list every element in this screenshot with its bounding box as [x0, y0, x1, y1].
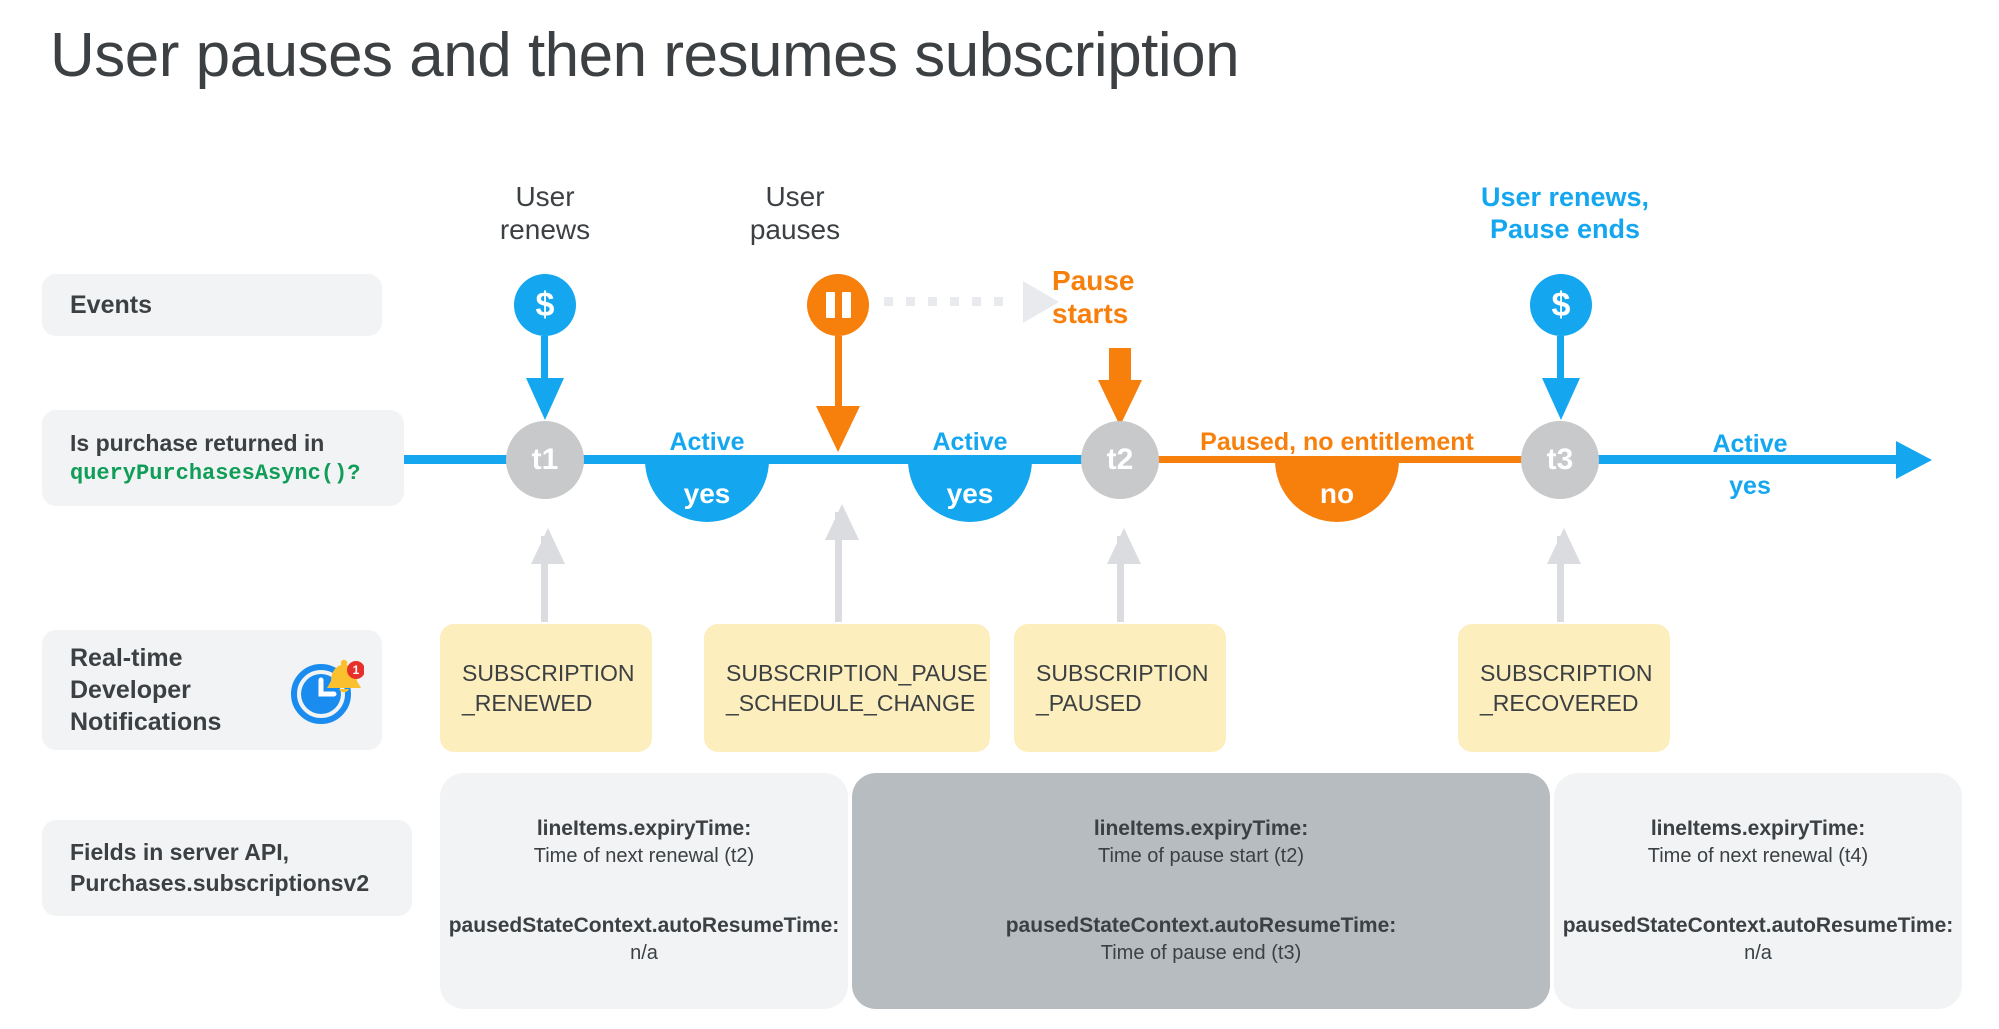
segment-label-active-3: Active: [1712, 430, 1788, 458]
timeline-node-t1: t1: [506, 421, 584, 499]
field-resume-value: Time of pause end (t3): [1100, 942, 1302, 964]
page-title: User pauses and then resumes subscriptio…: [50, 21, 1240, 90]
rtdn-badge-count: 1: [353, 663, 360, 677]
rtdn-card-text: SUBSCRIPTION_PAUSE _SCHEDULE_CHANGE: [726, 659, 988, 716]
rtdn-card-subscription-recovered: SUBSCRIPTION _RECOVERED: [1458, 624, 1670, 752]
timeline-arrow-icon: [1896, 441, 1932, 479]
dotted-connector-arrow-icon: [1023, 281, 1059, 323]
dollar-glyph: $: [1551, 285, 1571, 324]
event-arrow-head: [1542, 378, 1580, 420]
clock-bell-icon: 1: [288, 654, 365, 726]
field-card-t2-paused: lineItems.expiryTime: Time of pause star…: [852, 773, 1550, 1009]
event-caption-user-pauses: User pauses: [749, 181, 841, 246]
state-bubble-value: yes: [946, 478, 994, 509]
row-label-query-purchases: Is purchase returned in queryPurchasesAs…: [42, 410, 404, 506]
timeline-node-t3: t3: [1521, 421, 1599, 499]
field-expiry-value: Time of next renewal (t2): [533, 845, 755, 867]
rtdn-card-subscription-pause-schedule-change: SUBSCRIPTION_PAUSE _SCHEDULE_CHANGE: [704, 624, 990, 752]
query-label-code: queryPurchasesAsync()?: [70, 460, 361, 486]
pause-start-arrow-stem: [1109, 348, 1131, 382]
field-expiry-key: lineItems.expiryTime:: [1093, 817, 1309, 840]
dollar-icon: $: [514, 274, 576, 336]
event-arrow-head: [816, 406, 860, 452]
timeline-axis-active-right: [1560, 455, 1900, 464]
segment-label-active-1: Active: [669, 428, 745, 456]
state-bubble-value: yes: [683, 478, 731, 509]
state-bubble-active-1: yes: [645, 460, 769, 522]
field-expiry-value: Time of next renewal (t4): [1647, 845, 1869, 867]
dollar-glyph: $: [535, 285, 555, 324]
event-arrow-stem: [541, 336, 548, 380]
field-resume-value: n/a: [1744, 942, 1772, 964]
pause-glyph: [825, 292, 851, 318]
timeline-node-label: t2: [1106, 443, 1134, 476]
field-card-t1: lineItems.expiryTime: Time of next renew…: [440, 773, 848, 1009]
field-expiry-key: lineItems.expiryTime:: [1650, 817, 1866, 840]
field-expiry-key: lineItems.expiryTime:: [536, 817, 752, 840]
event-caption-user-renews-pause-ends: User renews, Pause ends: [1480, 182, 1650, 244]
event-arrow-stem: [835, 336, 842, 408]
event-arrow-head: [526, 378, 564, 420]
rtdn-arrow-stem: [835, 512, 842, 622]
field-resume-key: pausedStateContext.autoResumeTime:: [448, 914, 840, 937]
timeline-node-t2: t2: [1081, 421, 1159, 499]
event-arrow-stem: [1557, 336, 1564, 380]
row-label-server-fields: Fields in server API, Purchases.subscrip…: [42, 820, 412, 916]
state-bubble-paused: no: [1275, 460, 1399, 522]
segment-label-active-2: Active: [932, 428, 1008, 456]
rtdn-arrow-head: [1107, 528, 1141, 564]
dollar-icon: $: [1530, 274, 1592, 336]
event-caption-user-renews: User renews: [499, 181, 591, 246]
rtdn-card-text: SUBSCRIPTION _RECOVERED: [1480, 659, 1653, 716]
field-resume-key: pausedStateContext.autoResumeTime:: [1562, 914, 1954, 937]
query-label-line1: Is purchase returned in: [70, 429, 325, 456]
segment-value-active-3: yes: [1729, 472, 1771, 500]
dotted-connector: [884, 297, 1003, 306]
fields-label-text: Fields in server API, Purchases.subscrip…: [70, 838, 370, 896]
timeline-axis-active-left: [404, 455, 1120, 464]
field-card-t3: lineItems.expiryTime: Time of next renew…: [1554, 773, 1962, 1009]
pause-icon: [807, 274, 869, 336]
event-caption-pause-starts: Pause starts: [1052, 265, 1135, 330]
rtdn-label-text: Real-time Developer Notifications: [70, 644, 222, 736]
timeline-node-label: t1: [531, 443, 559, 476]
rtdn-card-text: SUBSCRIPTION _RENEWED: [462, 659, 635, 716]
rtdn-arrow-head: [825, 504, 859, 540]
rtdn-card-subscription-paused: SUBSCRIPTION _PAUSED: [1014, 624, 1226, 752]
row-label-rtdn: Real-time Developer Notifications 1: [42, 630, 382, 750]
segment-label-paused: Paused, no entitlement: [1200, 428, 1474, 456]
field-resume-value: n/a: [630, 942, 658, 964]
rtdn-card-text: SUBSCRIPTION _PAUSED: [1036, 659, 1209, 716]
state-bubble-active-2: yes: [908, 460, 1032, 522]
state-bubble-value: no: [1319, 478, 1355, 509]
rtdn-arrow-stem: [1117, 536, 1124, 622]
field-expiry-value: Time of pause start (t2): [1098, 845, 1304, 867]
timeline-axis-paused: [1120, 456, 1560, 463]
rtdn-arrow-stem: [1557, 536, 1564, 622]
row-label-events-text: Events: [70, 290, 152, 319]
rtdn-arrow-stem: [541, 536, 548, 622]
row-label-events: Events: [42, 274, 382, 336]
timeline-node-label: t3: [1546, 443, 1574, 476]
rtdn-arrow-head: [531, 528, 565, 564]
rtdn-arrow-head: [1547, 528, 1581, 564]
field-resume-key: pausedStateContext.autoResumeTime:: [1005, 914, 1397, 937]
pause-start-arrow-head: [1098, 380, 1142, 426]
rtdn-card-subscription-renewed: SUBSCRIPTION _RENEWED: [440, 624, 652, 752]
